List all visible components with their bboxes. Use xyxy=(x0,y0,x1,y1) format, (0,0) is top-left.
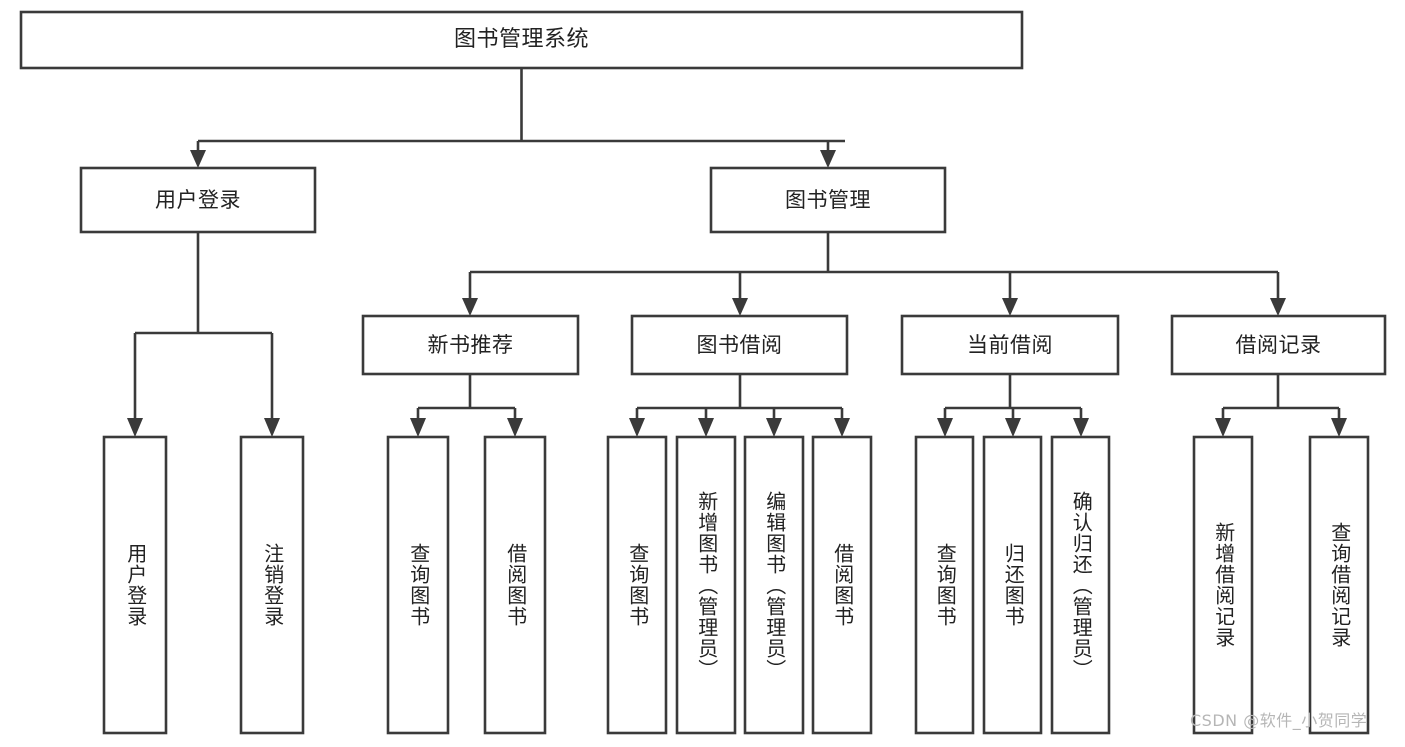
arrow-head-book-mgmt xyxy=(820,150,836,168)
arrow-head-cb-leaf-2 xyxy=(1005,418,1021,437)
arrow-head-book-borrow xyxy=(732,298,748,316)
connector-group-book-borrow xyxy=(629,374,850,437)
arrow-head-nb-leaf-1 xyxy=(410,418,426,437)
node-box-borrow-record[interactable] xyxy=(1170,314,1387,376)
leaf-box-7[interactable] xyxy=(811,435,873,735)
leaf-box-5[interactable] xyxy=(675,435,737,735)
node-box-book-borrow[interactable] xyxy=(630,314,849,376)
arrow-head-borrow-record xyxy=(1270,298,1286,316)
node-box-root[interactable] xyxy=(19,10,1024,70)
arrow-head-bb-leaf-2 xyxy=(698,418,714,437)
connector-group-borrow-record xyxy=(1215,374,1347,437)
arrow-head-leaf-logout xyxy=(264,418,280,437)
connector-group-user-login xyxy=(127,232,280,437)
node-box-user-login[interactable] xyxy=(79,166,317,234)
leaf-box-6[interactable] xyxy=(743,435,805,735)
arrow-head-bb-leaf-3 xyxy=(766,418,782,437)
arrow-head-bb-leaf-4 xyxy=(834,418,850,437)
watermark-text: CSDN @软件_小贺同学 xyxy=(1190,711,1368,730)
node-box-book-management[interactable] xyxy=(709,166,947,234)
leaf-box-1[interactable] xyxy=(239,435,305,735)
arrow-head-current-borrow xyxy=(1002,298,1018,316)
connector-group-current-borrow xyxy=(937,374,1089,437)
arrow-head-leaf-user-login xyxy=(127,418,143,437)
arrow-head-cb-leaf-3 xyxy=(1073,418,1089,437)
leaf-box-11[interactable] xyxy=(1192,435,1254,735)
connector-group-root xyxy=(190,68,845,168)
leaf-box-9[interactable] xyxy=(982,435,1043,735)
arrow-head-new-book xyxy=(462,298,478,316)
arrow-head-cb-leaf-1 xyxy=(937,418,953,437)
leaf-box-2[interactable] xyxy=(386,435,450,735)
leaf-box-8[interactable] xyxy=(914,435,975,735)
leaf-box-12[interactable] xyxy=(1308,435,1370,735)
arrow-head-bb-leaf-1 xyxy=(629,418,645,437)
leaf-box-3[interactable] xyxy=(483,435,547,735)
node-box-new-book-recommend[interactable] xyxy=(361,314,580,376)
leaf-box-4[interactable] xyxy=(606,435,668,735)
arrow-head-br-leaf-1 xyxy=(1215,418,1231,437)
connector-group-book-mgmt xyxy=(462,232,1286,316)
leaf-box-10[interactable] xyxy=(1050,435,1111,735)
node-box-current-borrow[interactable] xyxy=(900,314,1120,376)
arrow-head-br-leaf-2 xyxy=(1331,418,1347,437)
arrow-head-user-login xyxy=(190,150,206,168)
connector-group-new-book xyxy=(410,374,523,437)
arrow-head-nb-leaf-2 xyxy=(507,418,523,437)
leaf-box-0[interactable] xyxy=(102,435,168,735)
